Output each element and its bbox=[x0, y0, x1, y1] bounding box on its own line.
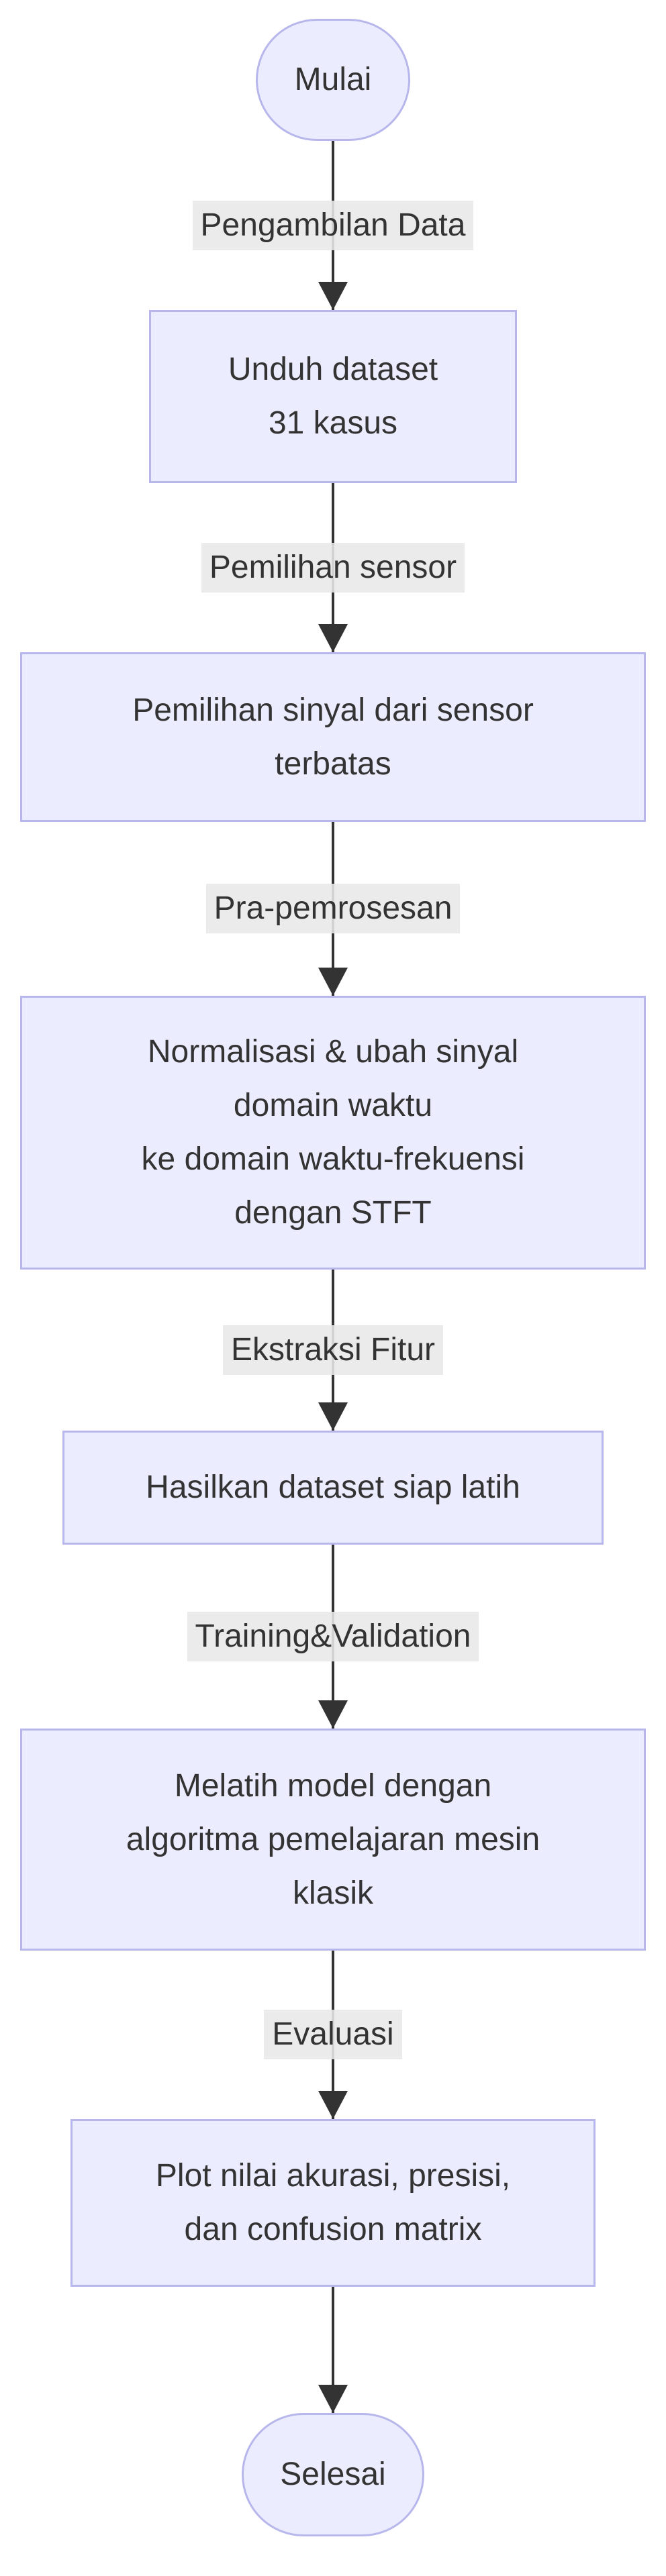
arrowhead-icon-2 bbox=[318, 624, 348, 652]
node-plot-evaluasi-line-1: Plot nilai akurasi, presisi, bbox=[155, 2158, 511, 2194]
node-melatih-model-line-3: klasik bbox=[292, 1875, 374, 1911]
node-selesai: Selesai bbox=[242, 2413, 424, 2536]
node-pemilihan-sinyal-line-2: terbatas bbox=[275, 745, 391, 782]
edge-label-text-3: Pra-pemrosesan bbox=[205, 884, 461, 933]
node-mulai-label: Mulai bbox=[294, 62, 372, 97]
arrowhead-icon-7 bbox=[318, 2385, 348, 2413]
node-unduh-dataset: Unduh dataset 31 kasus bbox=[149, 310, 517, 483]
edge-label-pra-pemrosesan: Pra-pemrosesan bbox=[0, 884, 666, 933]
node-plot-evaluasi-line-2: dan confusion matrix bbox=[184, 2212, 482, 2247]
node-selesai-label: Selesai bbox=[280, 2457, 386, 2492]
node-hasilkan-dataset: Hasilkan dataset siap latih bbox=[62, 1431, 604, 1545]
edge-label-training-validation: Training&Validation bbox=[0, 1612, 666, 1661]
node-normalisasi-stft-line-2: domain waktu bbox=[233, 1088, 433, 1123]
edge-label-text-1: Pengambilan Data bbox=[192, 201, 474, 250]
edge-line-7 bbox=[332, 2287, 334, 2413]
node-normalisasi-stft: Normalisasi & ubah sinyal domain waktu k… bbox=[20, 996, 646, 1270]
arrowhead-icon-6 bbox=[318, 2091, 348, 2119]
node-normalisasi-stft-line-4: dengan STFT bbox=[234, 1195, 432, 1231]
node-pemilihan-sinyal-line-1: Pemilihan sinyal dari sensor bbox=[132, 692, 534, 728]
edge-label-text-2: Pemilihan sensor bbox=[201, 543, 465, 593]
arrowhead-icon-1 bbox=[318, 282, 348, 310]
edge-label-pemilihan-sensor: Pemilihan sensor bbox=[0, 543, 666, 593]
edge-label-evaluasi: Evaluasi bbox=[0, 2010, 666, 2059]
edge-label-text-4: Ekstraksi Fitur bbox=[222, 1325, 444, 1375]
edge-label-text-6: Evaluasi bbox=[264, 2010, 402, 2059]
node-pemilihan-sinyal: Pemilihan sinyal dari sensor terbatas bbox=[20, 652, 646, 822]
edge-label-ekstraksi-fitur: Ekstraksi Fitur bbox=[0, 1325, 666, 1375]
node-normalisasi-stft-line-3: ke domain waktu-frekuensi bbox=[141, 1141, 525, 1177]
node-melatih-model-line-1: Melatih model dengan bbox=[174, 1767, 492, 1804]
node-unduh-dataset-line-1: Unduh dataset bbox=[228, 352, 438, 387]
node-melatih-model-line-2: algoritma pemelajaran mesin bbox=[126, 1821, 540, 1857]
node-hasilkan-dataset-line-1: Hasilkan dataset siap latih bbox=[146, 1470, 520, 1505]
node-plot-evaluasi: Plot nilai akurasi, presisi, dan confusi… bbox=[70, 2119, 596, 2287]
node-normalisasi-stft-line-1: Normalisasi & ubah sinyal bbox=[147, 1034, 519, 1070]
edge-label-pengambilan-data: Pengambilan Data bbox=[0, 201, 666, 250]
arrowhead-icon-4 bbox=[318, 1402, 348, 1431]
node-unduh-dataset-line-2: 31 kasus bbox=[268, 405, 398, 441]
arrowhead-icon-5 bbox=[318, 1700, 348, 1729]
node-mulai: Mulai bbox=[256, 19, 410, 141]
node-melatih-model: Melatih model dengan algoritma pemelajar… bbox=[20, 1729, 646, 1951]
edge-label-text-5: Training&Validation bbox=[187, 1612, 479, 1661]
arrowhead-icon-3 bbox=[318, 968, 348, 996]
